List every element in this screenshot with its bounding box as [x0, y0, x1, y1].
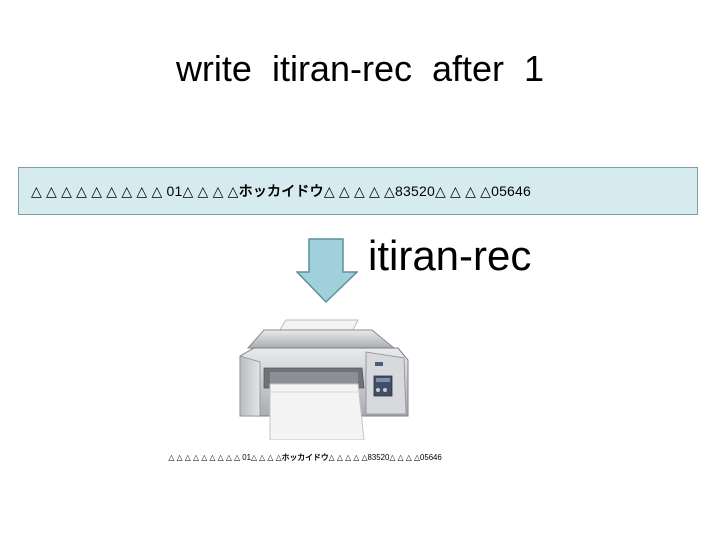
itiran-rec-label: itiran-rec: [368, 232, 532, 279]
printer-icon: [239, 319, 409, 440]
printed-suffix: △ △ △ △83520△ △ △ △05646: [334, 453, 442, 462]
slide-title: write itiran-rec after 1: [175, 48, 545, 89]
printed-kana: ホッカイドウ△: [281, 453, 335, 462]
record-box: △ △ △ △ △ △ △ △ △ 01△ △ △ △ホッカイドウ△ △ △ △…: [18, 167, 698, 215]
down-arrow-icon: [296, 238, 358, 304]
record-suffix: △ △ △ △83520△ △ △ △05646: [334, 182, 532, 199]
record-prefix: △ △ △ △ △ △ △ △ △ 01△ △ △ △: [31, 182, 239, 199]
printed-output-text: △ △ △ △ △ △ △ △ △ 01△ △ △ △ホッカイドウ△ △ △ △…: [164, 443, 497, 463]
record-kana: ホッカイドウ△: [238, 183, 335, 199]
printed-prefix: △ △ △ △ △ △ △ △ △ 01△ △ △ △: [168, 453, 282, 462]
